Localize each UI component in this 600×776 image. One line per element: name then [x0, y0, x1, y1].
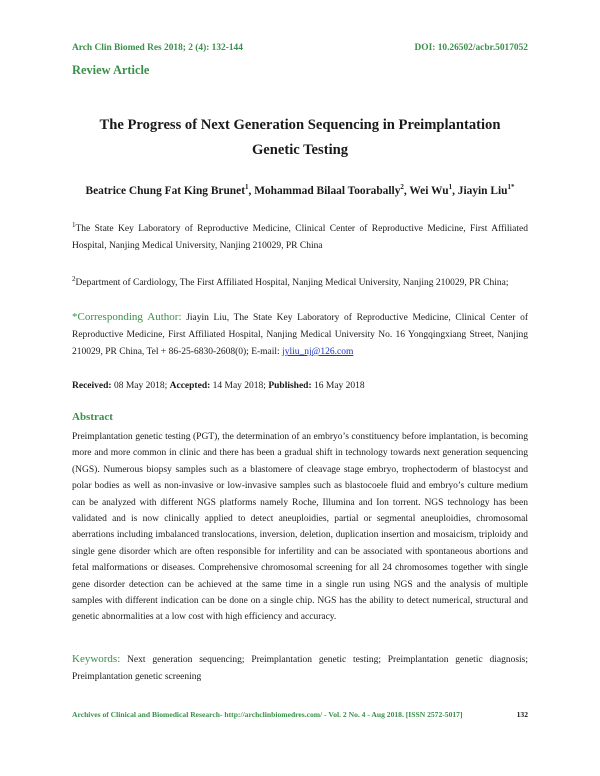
published-date: 16 May 2018	[311, 381, 365, 391]
running-header: Arch Clin Biomed Res 2018; 2 (4): 132-14…	[72, 43, 528, 55]
author-name: Mohammad Bilaal Toorabally	[254, 185, 401, 197]
publication-dates: Received: 08 May 2018; Accepted: 14 May …	[72, 378, 528, 395]
affiliation-text: The State Key Laboratory of Reproductive…	[72, 224, 528, 251]
abstract-heading: Abstract	[72, 411, 113, 423]
affiliation-mark: 2	[72, 274, 76, 283]
author-separator: ,	[248, 185, 255, 197]
page-number: 132	[516, 710, 528, 719]
author-separator: ,	[452, 185, 458, 197]
affiliation-mark: 1	[72, 220, 76, 229]
title-line-1: The Progress of Next Generation Sequenci…	[99, 117, 501, 133]
author-affiliation-mark: 1	[245, 183, 249, 192]
author-name: Wei Wu	[409, 185, 449, 197]
author-affiliation-mark: 1*	[507, 183, 515, 192]
journal-citation: Arch Clin Biomed Res 2018; 2 (4): 132-14…	[72, 43, 243, 53]
published-label: Published:	[268, 381, 312, 391]
author-separator: ,	[403, 185, 410, 197]
accepted-date: 14 May 2018;	[210, 381, 269, 391]
title-line-2: Genetic Testing	[251, 142, 349, 158]
author-name: Beatrice Chung Fat King Brunet	[85, 185, 245, 197]
keywords-text: Next generation sequencing; Preimplantat…	[72, 655, 528, 682]
abstract-body: Preimplantation genetic testing (PGT), t…	[72, 432, 528, 623]
affiliation-2: 2Department of Cardiology, The First Aff…	[72, 275, 528, 292]
author-name: Jiayin Liu	[457, 185, 508, 197]
corresponding-author-text: Jiayin Liu, The State Key Laboratory of …	[72, 313, 528, 357]
doi-label: DOI: 10.26502/acbr.5017052	[414, 43, 528, 53]
email-link[interactable]: jyliu_nj@126.com	[282, 347, 354, 357]
running-footer: Archives of Clinical and Biomedical Rese…	[72, 710, 528, 722]
author-affiliation-mark: 2	[400, 183, 404, 192]
received-date: 08 May 2018;	[111, 381, 170, 391]
received-label: Received:	[72, 381, 112, 391]
article-title: The Progress of Next Generation Sequenci…	[72, 113, 528, 163]
affiliation-text: Department of Cardiology, The First Affi…	[75, 278, 509, 288]
corresponding-author-label: *Corresponding Author:	[72, 311, 182, 323]
keywords-label: Keywords:	[72, 653, 121, 665]
footer-journal-info: Archives of Clinical and Biomedical Rese…	[72, 710, 463, 719]
author-affiliation-mark: 1	[448, 183, 453, 192]
article-type: Review Article	[72, 63, 150, 77]
keywords: Keywords: Next generation sequencing; Pr…	[72, 651, 528, 686]
affiliation-1: 1The State Key Laboratory of Reproductiv…	[72, 221, 528, 255]
corresponding-author: *Corresponding Author: Jiayin Liu, The S…	[72, 309, 528, 361]
author-list: Beatrice Chung Fat King Brunet1, Mohamma…	[72, 183, 528, 199]
accepted-label: Accepted:	[169, 381, 211, 391]
